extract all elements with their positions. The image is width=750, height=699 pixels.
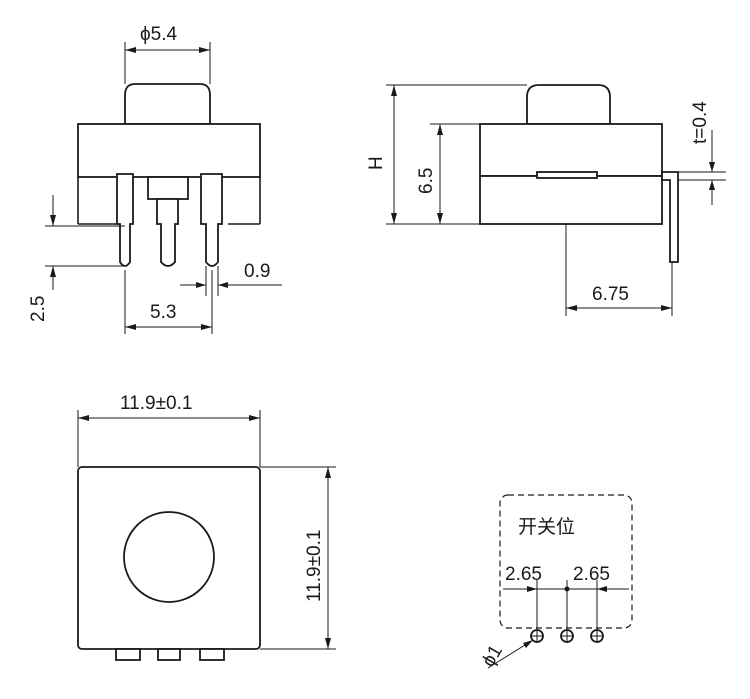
dim-top-depth: 11.9±0.1: [304, 530, 325, 602]
side-body-top: [479, 123, 663, 177]
front-view: ϕ5.4 2.5 5.3 0.9: [28, 24, 282, 334]
dim-thickness: t=0.4: [690, 101, 711, 144]
top-button: [123, 511, 215, 603]
dim-pin-length: 2.5: [28, 296, 49, 322]
dim-height: H: [366, 156, 387, 170]
dim-terminal-offset: 6.75: [592, 284, 629, 305]
dim-body-height: 6.5: [416, 168, 437, 194]
side-view: H 6.5 t=0.4 6.75: [366, 84, 726, 316]
footprint-view: 开关位 2.65 2.65 ϕ1: [478, 494, 633, 671]
top-pin-right: [199, 648, 225, 661]
dim-hole-diameter: ϕ1: [478, 642, 507, 671]
side-button-cap: [526, 84, 611, 125]
top-pin-center: [157, 648, 181, 661]
footprint-title: 开关位: [518, 516, 575, 538]
dim-pin-width: 0.9: [244, 261, 270, 282]
dim-pitch-left: 2.65: [505, 564, 542, 585]
pin-right: [200, 173, 223, 267]
dim-pitch-right: 2.65: [573, 564, 610, 585]
switch-body: [77, 123, 261, 178]
button-cap: [124, 83, 211, 125]
pin-left: [116, 173, 134, 267]
side-slot: [536, 171, 598, 179]
top-view: 11.9±0.1 11.9±0.1: [77, 393, 336, 661]
dim-button-diameter: ϕ5.4: [140, 24, 177, 45]
dim-pin-pitch: 5.3: [150, 302, 176, 323]
side-terminal: [661, 171, 679, 263]
side-body-bottom: [479, 175, 663, 225]
pin-center: [156, 198, 179, 267]
center-tab: [147, 176, 189, 200]
dim-top-width: 11.9±0.1: [120, 393, 192, 414]
footprint-border: [499, 494, 633, 629]
top-pin-left: [115, 648, 141, 661]
